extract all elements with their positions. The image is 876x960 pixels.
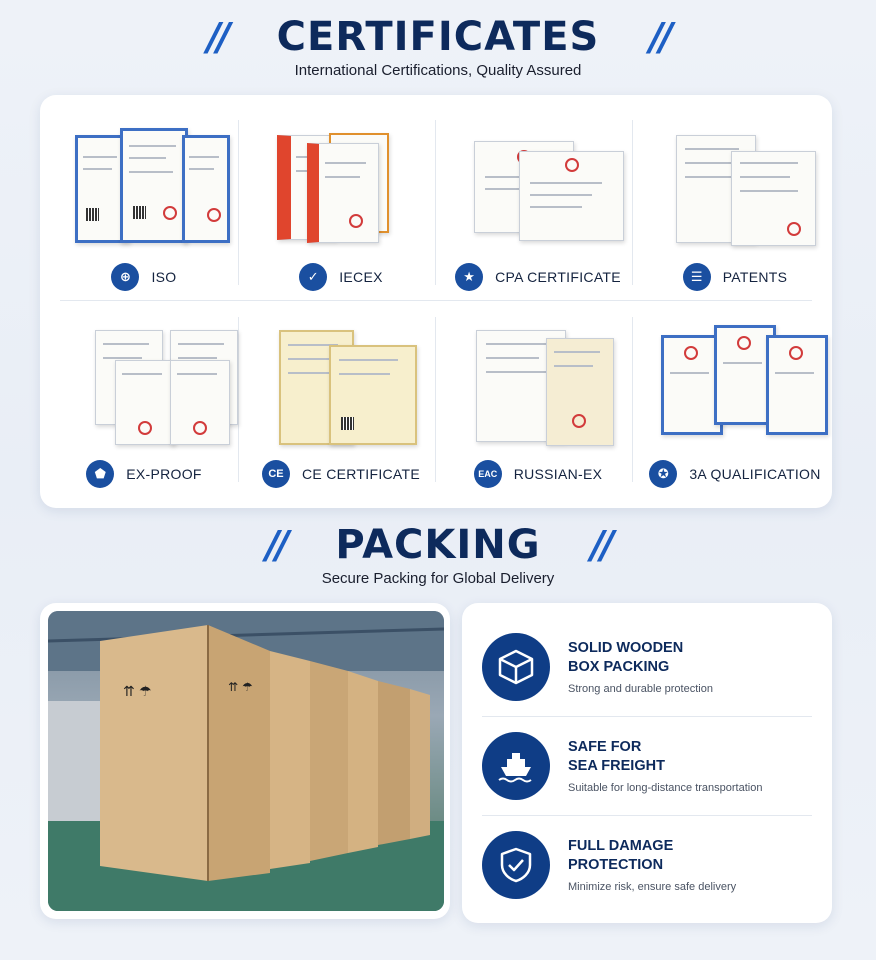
ce-mark-icon: CE — [261, 460, 290, 488]
divider — [238, 120, 239, 285]
globe-icon: ⊕ — [111, 263, 140, 291]
cert-item-patents[interactable]: ☰ PATENTS — [641, 113, 829, 303]
shield-icon: ⬟ — [86, 460, 115, 488]
box-icon — [482, 633, 550, 701]
feature-title-line: FULL DAMAGE — [568, 838, 674, 854]
feature-title-line: SEA FREIGHT — [568, 758, 665, 774]
row-divider — [60, 300, 812, 301]
feature-wooden-box: SOLID WOODEN BOX PACKING Strong and dura… — [482, 633, 812, 703]
cert-label-row: ⊕ ISO — [50, 263, 238, 291]
divider — [632, 317, 633, 482]
feature-divider — [482, 815, 812, 816]
divider — [238, 317, 239, 482]
certificates-header: // CERTIFICATES // International Certifi… — [0, 14, 876, 79]
cert-name-ce: CE CERTIFICATE — [301, 466, 421, 482]
divider — [435, 317, 436, 482]
feature-desc: Minimize risk, ensure safe delivery — [568, 881, 737, 893]
wooden-crates-photo: ⇈ ☂ ⇈ ☂ — [48, 611, 444, 911]
award-icon: ✪ — [649, 460, 678, 488]
document-icon: ☰ — [682, 263, 711, 291]
cert-name-3a: 3A QUALIFICATION — [689, 466, 821, 482]
eac-mark-icon: EAC — [473, 460, 502, 488]
cpa-certificate-image — [464, 123, 624, 248]
ex-proof-certificate-image — [70, 320, 238, 445]
left-slash-decoration: // — [206, 15, 231, 59]
cert-item-ce[interactable]: CE CE CERTIFICATE — [247, 310, 435, 500]
packing-header: // PACKING // Secure Packing for Global … — [0, 522, 876, 587]
certificates-subtitle: International Certifications, Quality As… — [294, 62, 582, 79]
feature-title-line: SOLID WOODEN — [568, 640, 684, 656]
certificates-title: CERTIFICATES — [276, 14, 600, 60]
cert-label-row: EAC RUSSIAN-EX — [444, 460, 632, 488]
iecex-certificate-image — [267, 123, 427, 248]
divider — [632, 120, 633, 285]
feature-title: SOLID WOODEN BOX PACKING — [568, 639, 798, 677]
ship-icon — [482, 732, 550, 800]
cert-name-iso: ISO — [151, 269, 177, 285]
cert-label-row: ☰ PATENTS — [641, 263, 829, 291]
russian-ex-certificate-image — [464, 320, 624, 446]
feature-desc: Strong and durable protection — [568, 683, 713, 695]
packing-subtitle: Secure Packing for Global Delivery — [321, 570, 555, 587]
feature-title-line: PROTECTION — [568, 857, 664, 873]
packing-features-card: SOLID WOODEN BOX PACKING Strong and dura… — [462, 603, 832, 923]
shield-check-icon — [482, 831, 550, 899]
cert-name-cpa: CPA CERTIFICATE — [495, 269, 621, 285]
feature-title: FULL DAMAGE PROTECTION — [568, 837, 798, 875]
3a-certificate-image — [661, 320, 828, 445]
cert-label-row: ✓ IECEX — [247, 263, 435, 291]
cert-item-iecex[interactable]: ✓ IECEX — [247, 113, 435, 303]
svg-text:⇈ ☂: ⇈ ☂ — [228, 680, 253, 694]
feature-title-line: BOX PACKING — [568, 659, 670, 675]
feature-sea-freight: SAFE FOR SEA FREIGHT Suitable for long-d… — [482, 732, 812, 802]
cert-label-row: ★ CPA CERTIFICATE — [444, 263, 632, 291]
cert-label-row: ✪ 3A QUALIFICATION — [641, 460, 829, 488]
cert-item-ex-proof[interactable]: ⬟ EX-PROOF — [50, 310, 238, 500]
cert-item-russian-ex[interactable]: EAC RUSSIAN-EX — [444, 310, 632, 500]
feature-desc: Suitable for long-distance transportatio… — [568, 782, 763, 794]
divider — [435, 120, 436, 285]
right-slash-decoration: // — [590, 523, 615, 567]
feature-damage-protection: FULL DAMAGE PROTECTION Minimize risk, en… — [482, 831, 812, 901]
packing-title: PACKING — [335, 522, 541, 568]
cert-name-russian-ex: RUSSIAN-EX — [513, 466, 603, 482]
cert-item-cpa[interactable]: ★ CPA CERTIFICATE — [444, 113, 632, 303]
left-slash-decoration: // — [265, 523, 290, 567]
cert-name-patents: PATENTS — [722, 269, 788, 285]
feature-title-line: SAFE FOR — [568, 739, 642, 755]
cert-name-iecex: IECEX — [339, 269, 383, 285]
cert-label-row: ⬟ EX-PROOF — [50, 460, 238, 488]
feature-title: SAFE FOR SEA FREIGHT — [568, 738, 798, 776]
certificates-card: ⊕ ISO ✓ IECEX ★ CPA CERTIFICATE — [40, 95, 832, 508]
patents-certificate-image — [661, 123, 821, 248]
svg-text:⇈ ☂: ⇈ ☂ — [123, 684, 152, 700]
shield-check-icon: ✓ — [299, 263, 328, 291]
iso-certificate-image — [70, 123, 230, 248]
right-slash-decoration: // — [649, 15, 673, 59]
star-badge-icon: ★ — [455, 263, 484, 291]
cert-label-row: CE CE CERTIFICATE — [247, 460, 435, 488]
certificates-grid: ⊕ ISO ✓ IECEX ★ CPA CERTIFICATE — [40, 95, 832, 508]
packing-photo-card: ⇈ ☂ ⇈ ☂ — [40, 603, 450, 919]
cert-name-ex-proof: EX-PROOF — [126, 466, 202, 482]
cert-item-iso[interactable]: ⊕ ISO — [50, 113, 238, 303]
feature-divider — [482, 716, 812, 717]
cert-item-3a[interactable]: ✪ 3A QUALIFICATION — [641, 310, 829, 500]
ce-certificate-image — [267, 320, 427, 445]
